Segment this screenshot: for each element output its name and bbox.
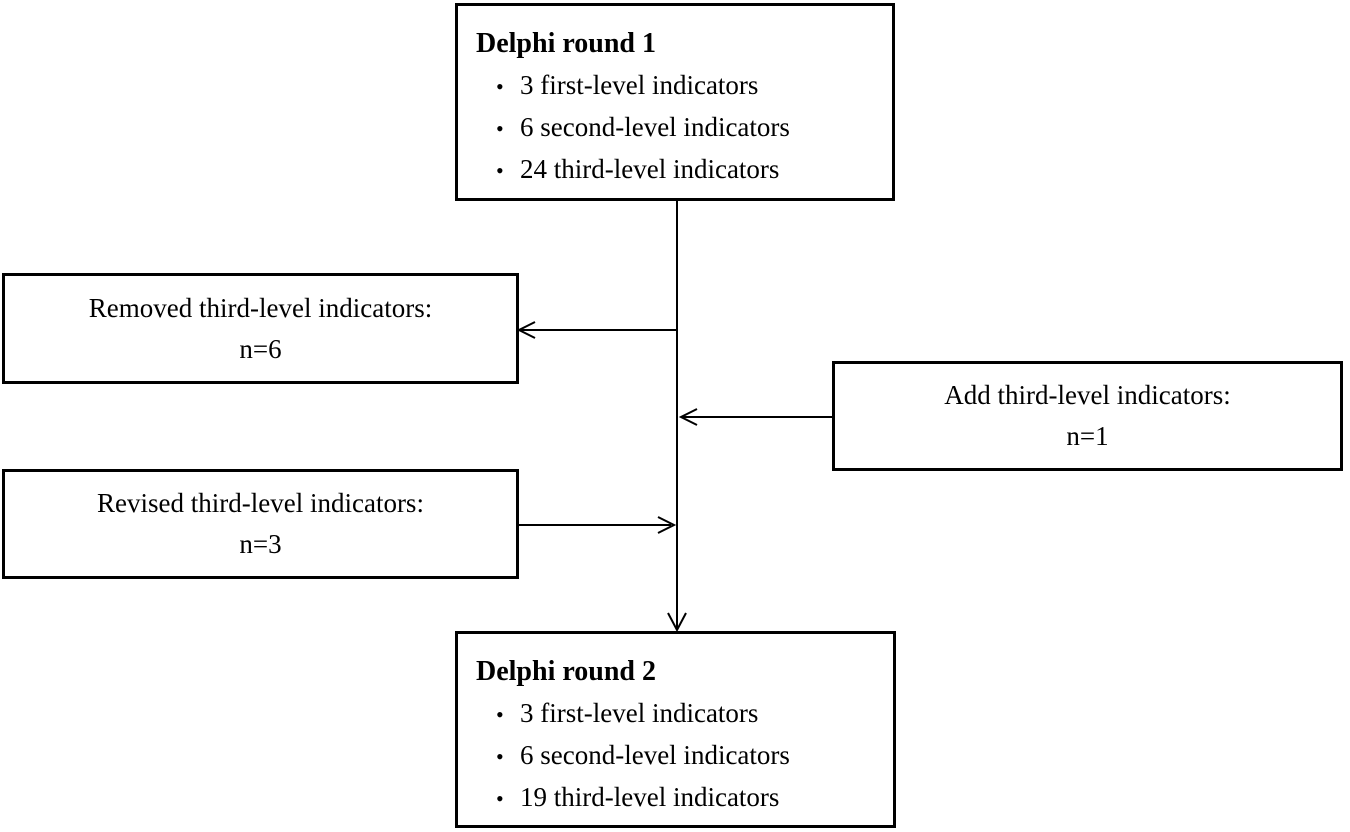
arrowhead-right-revised-icon xyxy=(657,516,677,534)
revised-indicators-label: Revised third-level indicators: xyxy=(97,488,424,518)
list-item-text: 24 third-level indicators xyxy=(520,154,780,184)
list-item: • 6 second-level indicators xyxy=(476,107,884,149)
list-item-text: 3 first-level indicators xyxy=(520,698,759,728)
list-item: • 24 third-level indicators xyxy=(476,149,884,191)
list-item: • 3 first-level indicators xyxy=(476,693,885,735)
add-indicators-count: n=1 xyxy=(1066,421,1109,451)
list-item-text: 6 second-level indicators xyxy=(520,740,790,770)
bullet-icon: • xyxy=(496,744,504,769)
delphi-round-2-title: Delphi round 2 xyxy=(476,656,656,687)
removed-indicators-box: Removed third-level indicators: n=6 xyxy=(2,273,519,384)
bullet-icon: • xyxy=(496,702,504,727)
arrowhead-down-icon xyxy=(667,612,687,633)
removed-indicators-count: n=6 xyxy=(239,333,282,364)
arrowhead-left-removed-icon xyxy=(516,321,536,339)
bullet-icon: • xyxy=(496,158,504,183)
list-item-text: 3 first-level indicators xyxy=(520,70,759,100)
revised-indicators-box: Revised third-level indicators: n=3 xyxy=(2,469,519,579)
list-item-text: 6 second-level indicators xyxy=(520,112,790,142)
list-item: • 6 second-level indicators xyxy=(476,735,885,777)
delphi-round-1-title: Delphi round 1 xyxy=(476,28,656,59)
list-item: • 19 third-level indicators xyxy=(476,777,885,819)
bullet-icon: • xyxy=(496,74,504,99)
list-item-text: 19 third-level indicators xyxy=(520,782,780,812)
bullet-icon: • xyxy=(496,786,504,811)
add-indicators-label: Add third-level indicators: xyxy=(944,380,1231,410)
delphi-round-1-box: Delphi round 1 • 3 first-level indicator… xyxy=(455,3,895,201)
bullet-icon: • xyxy=(496,116,504,141)
removed-indicators-label: Removed third-level indicators: xyxy=(88,292,433,323)
arrowhead-left-add-icon xyxy=(678,408,698,426)
add-indicators-box: Add third-level indicators: n=1 xyxy=(832,361,1343,471)
delphi-round-2-box: Delphi round 2 • 3 first-level indicator… xyxy=(455,631,896,828)
revised-indicators-count: n=3 xyxy=(239,529,282,559)
list-item: • 3 first-level indicators xyxy=(476,65,884,107)
